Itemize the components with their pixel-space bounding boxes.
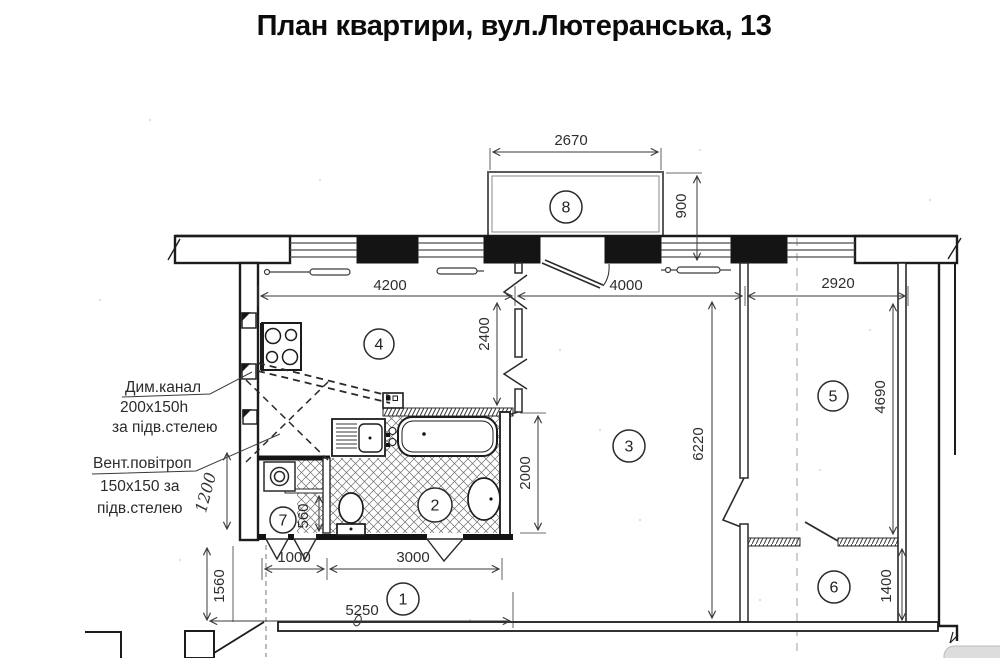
room-7-number: 7 xyxy=(279,513,288,530)
room-6-number: 6 xyxy=(830,580,839,597)
washbasin xyxy=(467,477,501,521)
radiators xyxy=(263,266,731,276)
dimension-labels: 2670 900 4200 4000 2920 2400 2000 6220 4… xyxy=(191,132,895,619)
room-1-number: 1 xyxy=(399,592,408,609)
kitchen-partition xyxy=(502,262,528,416)
room3-5-partition xyxy=(721,262,749,623)
room-circle-7: 7 xyxy=(269,506,297,534)
annotations: Дим.канал 200х150h за підв.стелею Вент.п… xyxy=(91,371,281,517)
top-wall xyxy=(167,234,962,289)
duct-dashed-lines xyxy=(245,362,391,463)
vent-boxes xyxy=(241,312,258,425)
room-circle-5: 5 xyxy=(817,380,849,412)
annotation-smoke-3: за підв.стелею xyxy=(112,419,218,436)
room-circle-6: 6 xyxy=(817,570,851,604)
dim-2920-label: 2920 xyxy=(821,275,854,292)
left-wall xyxy=(238,261,260,542)
dim-4690-label: 4690 xyxy=(872,380,889,413)
annotation-vent-2: 150х150 за xyxy=(100,478,180,495)
stove xyxy=(260,322,302,371)
room-labels: 1 2 3 4 5 6 7 8 xyxy=(269,190,851,616)
dim-2400-label: 2400 xyxy=(476,317,493,350)
corner-overlay xyxy=(943,645,1000,658)
room-circle-2: 2 xyxy=(417,487,453,523)
room-3-number: 3 xyxy=(625,439,634,456)
dim-2670-label: 2670 xyxy=(554,132,587,149)
bottom-wall xyxy=(85,545,939,658)
dim-4200-label: 4200 xyxy=(373,277,406,294)
toilet xyxy=(336,492,366,536)
room-5-number: 5 xyxy=(829,389,838,406)
dim-560-label: 560 xyxy=(295,503,312,528)
room-2-number: 2 xyxy=(431,498,440,515)
room5-6-wall xyxy=(747,521,899,547)
room-circle-1: 1 xyxy=(386,582,420,616)
annotation-vent-3: підв.стелею xyxy=(97,500,183,517)
dimensions xyxy=(207,148,909,628)
dim-3000-label: 3000 xyxy=(396,549,429,566)
room-8-number: 8 xyxy=(562,200,571,217)
san-doors xyxy=(264,538,465,563)
room-4-number: 4 xyxy=(375,337,384,354)
paper-speckles xyxy=(99,119,931,621)
dim-6220-label: 6220 xyxy=(690,427,707,460)
annotation-vent-1: Вент.повітроп xyxy=(93,455,192,472)
annotation-smoke-1: Дим.канал xyxy=(125,379,201,396)
vent-connection-box xyxy=(382,392,404,409)
dim-1000-label: 1000 xyxy=(277,549,310,566)
room-circle-3: 3 xyxy=(612,429,646,463)
dim-1560-label: 1560 xyxy=(211,569,228,602)
dim-1400-label: 1400 xyxy=(878,569,895,602)
room-circle-8: 8 xyxy=(549,190,583,224)
dim-2000-label: 2000 xyxy=(517,456,534,489)
dim-5250-label: 5250 xyxy=(345,602,378,619)
washing-machine xyxy=(263,461,296,492)
annotation-smoke-2: 200х150h xyxy=(120,399,188,416)
dim-900-label: 900 xyxy=(673,193,690,218)
page-title: План квартири, вул.Лютеранська, 13 xyxy=(256,10,772,42)
room-circle-4: 4 xyxy=(363,328,395,360)
dim-4000-label: 4000 xyxy=(609,277,642,294)
bathtub xyxy=(386,416,498,457)
right-walls xyxy=(897,262,959,644)
kitchen-sink-counter xyxy=(331,418,386,457)
balcony-door xyxy=(541,259,610,289)
sanitary-block xyxy=(258,392,514,563)
dim-1200-label: 1200 xyxy=(191,470,220,514)
